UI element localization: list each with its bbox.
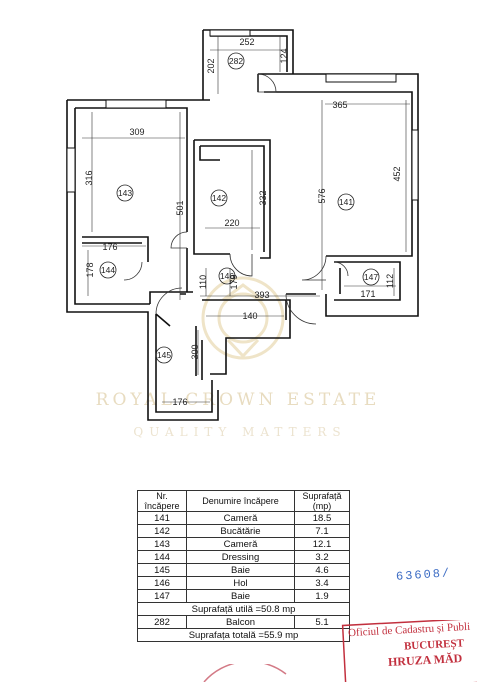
watermark: ROYAL CROWN ESTATE QUALITY MATTERS xyxy=(96,276,381,439)
room-label-147: 147 xyxy=(364,272,378,282)
windows xyxy=(66,29,419,201)
dim-220: 220 xyxy=(224,218,239,228)
watermark-title: ROYAL CROWN ESTATE xyxy=(96,390,381,410)
cell-name: Cameră xyxy=(186,511,295,525)
dimension-lines xyxy=(82,36,410,403)
cadastre-stamp xyxy=(341,620,477,682)
dim-393: 393 xyxy=(254,290,269,300)
watermark-subtitle: QUALITY MATTERS xyxy=(133,425,346,439)
header-room-number: Nr. încăpere xyxy=(137,490,187,512)
cell-area: 4.6 xyxy=(294,563,350,577)
cell-number: 146 xyxy=(137,576,187,590)
dim-178: 178 xyxy=(85,262,95,277)
door-room-147 xyxy=(333,261,349,277)
door-room-141 xyxy=(301,255,327,281)
dim-332: 332 xyxy=(258,190,268,205)
dim-501: 501 xyxy=(175,200,185,215)
room-label-142: 142 xyxy=(212,193,226,203)
lion-logo xyxy=(201,276,285,360)
dim-309: 309 xyxy=(129,127,144,137)
usable-area-cell: Suprafață utilă =50.8 mp xyxy=(137,602,350,616)
cell-number: 147 xyxy=(137,589,187,603)
cell-name: Baie xyxy=(186,589,295,603)
room-label-143: 143 xyxy=(118,188,132,198)
round-stamp-fragment xyxy=(203,664,287,682)
cell-area: 1.9 xyxy=(294,589,350,603)
door-balcony xyxy=(257,73,277,93)
cell-number: 144 xyxy=(137,550,187,564)
door-entrance xyxy=(285,293,317,325)
cell-number: 282 xyxy=(137,615,187,629)
cell-area: 7.1 xyxy=(294,524,350,538)
usable-area-row: Suprafață utilă =50.8 mp xyxy=(137,602,350,616)
room-label-145: 145 xyxy=(157,350,171,360)
room-label-146: 146 xyxy=(220,271,234,281)
cell-name: Cameră xyxy=(186,537,295,551)
dim-365: 365 xyxy=(332,100,347,110)
dim-124: 124 xyxy=(279,48,289,63)
room-label-144: 144 xyxy=(101,265,115,275)
floor-plan: ROYAL CROWN ESTATE QUALITY MATTERS xyxy=(66,29,419,439)
total-area-row: Suprafața totală =55.9 mp xyxy=(137,628,350,642)
dim-452: 452 xyxy=(392,166,402,181)
cell-name: Bucătărie xyxy=(186,524,295,538)
table-header-row: Nr. încăpere Denumire încăpere Suprafață… xyxy=(137,490,350,512)
room-144-outline xyxy=(82,236,149,262)
cell-number: 142 xyxy=(137,524,187,538)
cell-number: 143 xyxy=(137,537,187,551)
cell-number: 141 xyxy=(137,511,187,525)
dim-576: 576 xyxy=(317,188,327,203)
dim-179: 179 xyxy=(229,274,239,289)
dim-176-bath: 176 xyxy=(172,397,187,407)
dim-300: 300 xyxy=(190,344,200,359)
room-label-141: 141 xyxy=(339,197,353,207)
doors xyxy=(123,73,349,325)
walls xyxy=(66,29,419,421)
cell-area: 12.1 xyxy=(294,537,350,551)
room-142-outline xyxy=(193,139,271,259)
room-area-table: Nr. încăpere Denumire încăpere Suprafață… xyxy=(137,490,350,642)
dim-252: 252 xyxy=(239,37,254,47)
door-kitchen xyxy=(229,253,253,277)
cell-name: Baie xyxy=(186,563,295,577)
room-147-outline xyxy=(334,261,401,301)
header-room-name: Denumire încăpere xyxy=(186,490,295,512)
cell-number: 145 xyxy=(137,563,187,577)
room-markers xyxy=(99,52,380,364)
dim-202: 202 xyxy=(206,58,216,73)
room-146-outline xyxy=(180,293,316,375)
door-room-145 xyxy=(155,287,183,315)
cell-name: Hol xyxy=(186,576,295,590)
dim-316: 316 xyxy=(84,170,94,185)
cell-area: 3.2 xyxy=(294,550,350,564)
dim-110: 110 xyxy=(198,275,208,289)
dim-140: 140 xyxy=(242,311,257,321)
cell-name: Dressing xyxy=(186,550,295,564)
room-label-282: 282 xyxy=(229,56,243,66)
cell-area: 3.4 xyxy=(294,576,350,590)
dim-171: 171 xyxy=(360,289,375,299)
door-room-144 xyxy=(123,261,143,281)
door-room-143 xyxy=(170,231,188,249)
dim-176-dressing: 176 xyxy=(102,242,117,252)
dim-112: 112 xyxy=(385,274,395,288)
room-143-outline xyxy=(66,100,219,421)
cell-area: 18.5 xyxy=(294,511,350,525)
room-145-outline xyxy=(155,313,213,413)
cell-name: Balcon xyxy=(186,615,295,629)
header-room-area: Suprafață (mp) xyxy=(294,490,350,512)
serial-number: 63608/ xyxy=(395,566,452,584)
total-area-cell: Suprafața totală =55.9 mp xyxy=(137,628,350,642)
